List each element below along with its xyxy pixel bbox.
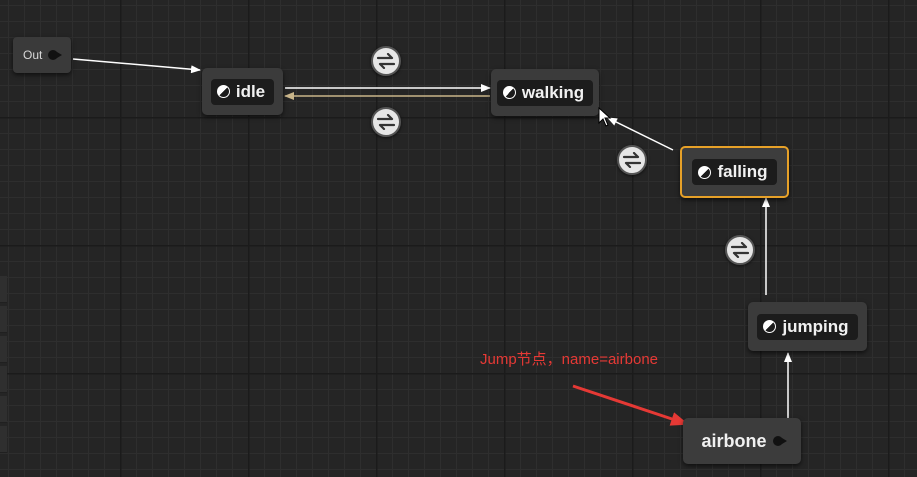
- state-icon: [502, 86, 516, 99]
- transition-rule-icon: [376, 53, 396, 69]
- state-label-jumping: jumping: [782, 316, 849, 336]
- output-pose-node[interactable]: Out: [13, 37, 71, 73]
- output-pin-icon[interactable]: [48, 50, 63, 60]
- left-edge-panel: [0, 276, 7, 456]
- state-label-idle: idle: [235, 81, 266, 101]
- state-node-idle[interactable]: idle: [202, 68, 283, 115]
- state-icon: [698, 165, 712, 179]
- transition-rule-falling-to-walking[interactable]: [617, 145, 647, 175]
- wire-out-to-idle: [72, 58, 201, 74]
- transition-rule-idle-to-walking[interactable]: [371, 46, 401, 76]
- output-pin-icon[interactable]: [772, 436, 787, 446]
- annotation-arrow: [572, 384, 689, 426]
- airbone-node[interactable]: airbone: [683, 418, 801, 464]
- state-icon: [763, 320, 777, 333]
- transition-rule-icon: [376, 114, 396, 130]
- transition-rule-jumping-to-falling[interactable]: [725, 235, 755, 265]
- transition-rule-icon: [622, 152, 642, 168]
- mouse-cursor-icon: [598, 107, 612, 127]
- transition-rule-walking-to-idle[interactable]: [371, 107, 401, 137]
- state-label-walking: walking: [521, 82, 585, 102]
- airbone-node-label: airbone: [701, 430, 767, 451]
- wire-falling-to-walking: [607, 117, 674, 151]
- state-icon: [216, 85, 230, 98]
- state-node-falling[interactable]: falling: [680, 146, 789, 198]
- state-node-jumping[interactable]: jumping: [748, 302, 867, 351]
- output-pose-label: Out: [23, 48, 43, 62]
- transition-rule-icon: [730, 242, 750, 258]
- state-label-falling: falling: [717, 162, 768, 181]
- annotation-note: Jump节点，name=airbone: [480, 351, 659, 368]
- state-node-walking[interactable]: walking: [491, 69, 599, 116]
